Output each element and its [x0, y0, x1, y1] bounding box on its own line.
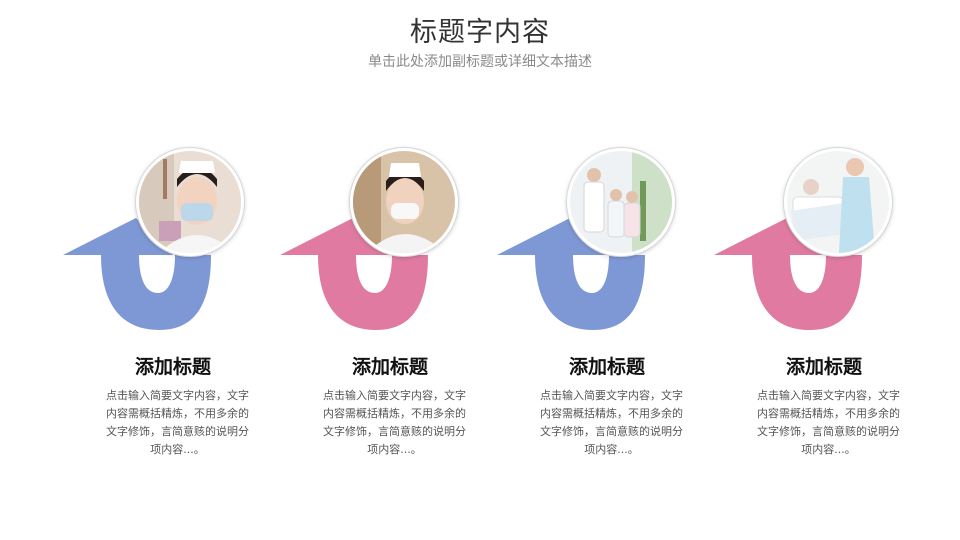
step-card-2: 添加标题 点击输入简要文字内容，文字内容需概括精炼，不用多余的文字修饰，言简意赅…: [280, 140, 500, 470]
u-turn-arrow-icon: [63, 218, 211, 330]
nurse-photo: [350, 148, 458, 256]
item-title: 添加标题: [351, 356, 428, 378]
step-card-4: 添加标题 点击输入简要文字内容，文字内容需概括精炼，不用多余的文字修饰，言简意赅…: [714, 140, 934, 470]
u-turn-arrow-icon: [714, 218, 862, 330]
u-turn-arrow-icon: [497, 218, 645, 330]
step-card-1: 添加标题 点击输入简要文字内容，文字内容需概括精炼，不用多余的文字修饰，言简意赅…: [63, 140, 283, 470]
doctors-photo: [567, 148, 675, 256]
page-subtitle: 单击此处添加副标题或详细文本描述: [368, 54, 592, 70]
page-title: 标题字内容: [410, 17, 550, 48]
item-description: 点击输入简要文字内容，文字内容需概括精炼，不用多余的文字修饰，言简意赅的说明分项…: [540, 389, 683, 456]
item-description: 点击输入简要文字内容，文字内容需概括精炼，不用多余的文字修饰，言简意赅的说明分项…: [323, 389, 466, 456]
u-turn-arrow-icon: [280, 218, 428, 330]
nurse-photo: [784, 148, 892, 256]
item-title: 添加标题: [568, 356, 645, 378]
nurse-photo: [136, 148, 244, 256]
item-title: 添加标题: [785, 356, 862, 378]
item-description: 点击输入简要文字内容，文字内容需概括精炼，不用多余的文字修饰，言简意赅的说明分项…: [106, 389, 249, 456]
item-description: 点击输入简要文字内容，文字内容需概括精炼，不用多余的文字修饰，言简意赅的说明分项…: [757, 389, 900, 456]
step-card-3: 添加标题 点击输入简要文字内容，文字内容需概括精炼，不用多余的文字修饰，言简意赅…: [497, 140, 717, 470]
item-title: 添加标题: [134, 356, 211, 378]
